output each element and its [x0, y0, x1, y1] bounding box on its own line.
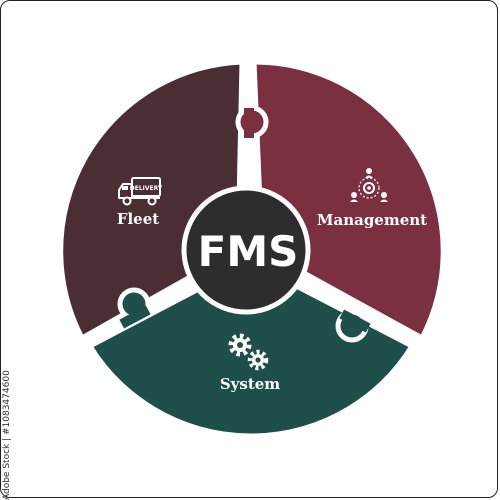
- segment-label-management: Management: [317, 211, 427, 229]
- stock-id-text: Adobe Stock | #1083474600: [2, 370, 12, 500]
- delivery-truck-icon: DELIVERY: [118, 177, 163, 206]
- segment-label-fleet: Fleet: [117, 210, 159, 228]
- gears-icon: [228, 333, 269, 371]
- center-circle: [181, 185, 311, 315]
- center-label: FMS: [198, 227, 299, 276]
- segment-system: [87, 259, 415, 439]
- stock-id-watermark: Adobe Stock | #1083474600: [2, 360, 12, 500]
- team-network-icon: [350, 168, 388, 202]
- segment-label-system: System: [220, 375, 280, 393]
- truck-delivery-text: DELIVERY: [130, 185, 163, 192]
